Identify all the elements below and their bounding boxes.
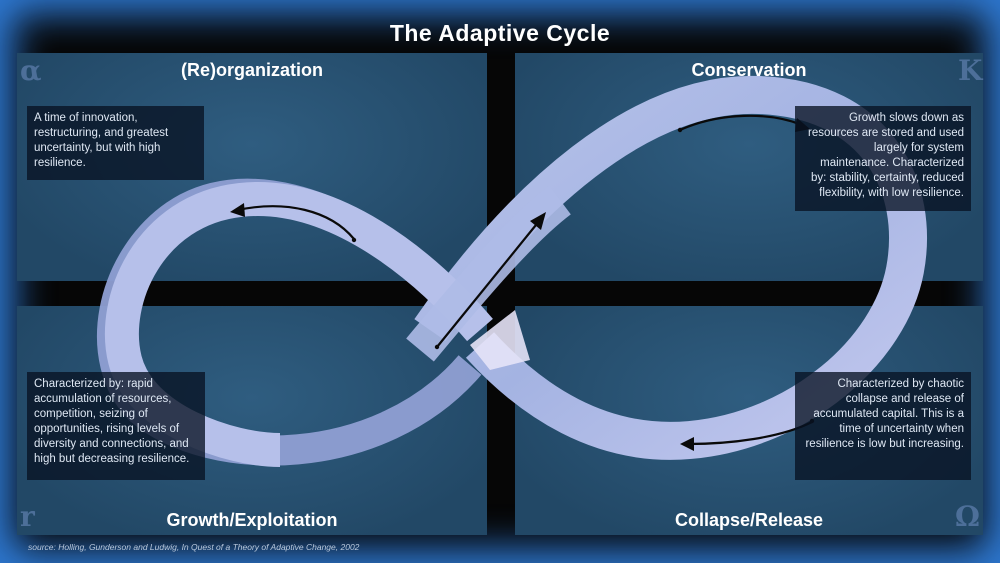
arrow-tail-dot bbox=[434, 344, 440, 350]
heading-collapse: Collapse/Release bbox=[674, 510, 824, 530]
heading-conservation: Conservation bbox=[691, 60, 807, 80]
arrow-reorganization bbox=[237, 205, 355, 240]
symbol-r: r bbox=[20, 500, 35, 533]
arrowhead-collapse bbox=[680, 437, 694, 451]
arrowhead-reorganization bbox=[230, 203, 245, 217]
ribbon-diagonal-strand bbox=[406, 185, 572, 362]
arrow-conservation bbox=[679, 114, 803, 132]
description-reorganization: A time of innovation, restructuring, and… bbox=[27, 106, 204, 180]
description-conservation: Growth slows down as resources are store… bbox=[795, 106, 971, 211]
arrow-tail-dot bbox=[677, 127, 683, 133]
symbol-alpha: α bbox=[20, 54, 42, 87]
source-citation: source: Holling, Gunderson and Ludwig, I… bbox=[28, 542, 360, 552]
arrowhead-diagonal bbox=[530, 212, 546, 230]
heading-growth: Growth/Exploitation bbox=[166, 510, 338, 530]
description-collapse: Characterized by chaotic collapse and re… bbox=[795, 372, 971, 480]
diagram-title: The Adaptive Cycle bbox=[389, 20, 611, 46]
ribbon-crossing-highlight bbox=[470, 310, 530, 370]
symbol-k: K bbox=[958, 54, 983, 87]
arrow-tail-dot bbox=[351, 237, 357, 243]
ribbon-right-lobe bbox=[414, 75, 927, 460]
symbol-omega: Ω bbox=[955, 500, 980, 533]
arrow-growth-to-conservation bbox=[436, 219, 541, 348]
description-growth: Characterized by: rapid accumulation of … bbox=[27, 372, 205, 480]
heading-reorganization: (Re)organization bbox=[181, 60, 323, 80]
